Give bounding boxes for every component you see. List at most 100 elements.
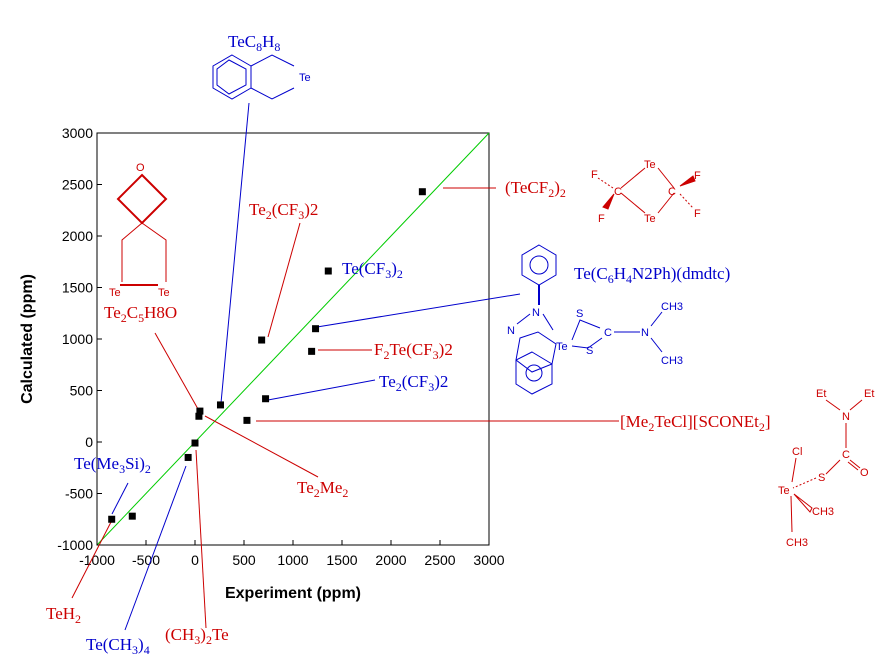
dmdtc-c-atom: C: [604, 327, 612, 339]
scon-bonds: [790, 399, 863, 533]
dmdtc-n-n-bond: [516, 313, 531, 325]
y-tick-label: 1500: [62, 280, 93, 296]
dmdtc-n-ch3-bond-1: [650, 311, 663, 327]
leader-ch32te: [195, 449, 207, 629]
dmdtc-n-atom-3: N: [641, 327, 649, 339]
oxetane-right-arm: [141, 222, 167, 282]
data-point: [243, 416, 251, 424]
scon-s-atom: S: [818, 472, 825, 484]
y-axis-label: Calculated (ppm): [19, 274, 36, 404]
leader-te2cf32-top: [267, 222, 301, 338]
leader-tec8h8: [220, 102, 250, 404]
dmdtc-ch3-2: CH3: [661, 355, 683, 367]
tec8h8-benzene-inner: [216, 59, 247, 95]
x-tick-label: 3000: [473, 552, 504, 568]
scon-cl-atom: Cl: [792, 446, 802, 458]
dmdtc-benzo-ring: [515, 351, 553, 395]
y-tick-label: 3000: [62, 125, 93, 141]
x-tick-label: 1500: [326, 552, 357, 568]
dmdtc-n-ch3-bond-2: [650, 337, 663, 353]
leader-teme3si: [111, 482, 129, 515]
structure-tec8h8: Te: [212, 54, 311, 100]
y-tick-label: 2500: [62, 177, 93, 193]
leader-te2cf32-bottom: [267, 379, 376, 401]
dmdtc-s-atom-1: S: [576, 308, 583, 320]
annotation-te2cf32-bottom: Te2(CF3)2: [379, 372, 448, 394]
scon-c-atom: C: [842, 449, 850, 461]
tec8h8-lower-bridge: [250, 87, 295, 100]
data-point: [128, 512, 136, 520]
data-point: [216, 401, 224, 409]
leader-te2c5h8o: [154, 332, 199, 410]
scon-ch3-atom-1: CH3: [812, 506, 834, 518]
y-tick-label: 0: [85, 434, 93, 450]
y-tick-label: 2000: [62, 228, 93, 244]
dmdtc-te-s-c-bonds: [571, 319, 601, 341]
scon-et-atom-1: Et: [816, 388, 826, 400]
leader-te2me2: [204, 415, 319, 478]
tecf2-wedge-1: [602, 193, 615, 210]
dmdtc-phenyl-inner: [529, 255, 549, 275]
structure-te2c5h8o: O Te Te: [109, 162, 170, 299]
data-point: [196, 407, 204, 415]
x-tick-label: -500: [132, 552, 160, 568]
tecf2-wedge-2: [679, 175, 696, 187]
data-points: [108, 188, 426, 523]
dmdtc-te-atom: Te: [556, 341, 568, 353]
dmdtc-fused-ring: [515, 331, 557, 373]
dmdtc-s-atom-2: S: [586, 345, 593, 357]
annotation-tecf22: (TeCF2)2: [505, 178, 566, 200]
annotation-teh2: TeH2: [46, 604, 81, 626]
leader-lines: [71, 102, 619, 631]
leader-dmdtc: [316, 293, 521, 328]
x-tick-label: 0: [191, 552, 199, 568]
dmdtc-benzo-inner: [525, 364, 543, 382]
structure-dmdtc: N N Te S S C N CH3 CH3: [507, 244, 683, 395]
dmdtc-n-te-bond: [542, 313, 554, 331]
tecf2-te-atom-bottom: Te: [644, 213, 656, 225]
annotation-te2me2: Te2Me2: [297, 478, 348, 500]
y-tick-label: -500: [65, 486, 93, 502]
annotation-teme3si: Te(Me3Si)2: [74, 454, 151, 476]
annotation-scon: [Me2TeCl][SCONEt2]: [620, 412, 771, 434]
annotation-te2c5h8o: Te2C5H8O: [104, 303, 177, 325]
oxetane-ring: [116, 173, 168, 225]
dmdtc-te-s-c-bonds-2: [571, 337, 603, 349]
annotation-f2te: F2Te(CF3)2: [374, 340, 453, 362]
tecf2-c-atom-right: C: [668, 186, 676, 198]
tecf2-hashed-bond-2: [679, 193, 694, 209]
tecf2-f-atom-4: F: [694, 208, 701, 220]
identity-line: [96, 132, 490, 546]
annotations: TeC8H8 Te2(CF3)2 Te(CF3)2 (TeCF2)2 Te(C6…: [46, 32, 771, 657]
dmdtc-n-atom-1: N: [532, 307, 540, 319]
y-tick-label: 1000: [62, 331, 93, 347]
x-tick-label: 2000: [375, 552, 406, 568]
oxetane-o-atom: O: [136, 162, 145, 174]
y-tick-label: -1000: [57, 537, 93, 553]
leader-tech34: [124, 465, 187, 631]
tec8h8-upper-bridge: [250, 54, 295, 67]
x-tick-label: 2500: [424, 552, 455, 568]
tecf2-bond-3: [657, 192, 675, 214]
data-point: [108, 515, 116, 523]
x-tick-label: -1000: [79, 552, 115, 568]
scon-ch3-atom-2: CH3: [786, 537, 808, 549]
annotation-ch32te: (CH3)2Te: [165, 625, 229, 647]
y-axis: -1000 -500 0 500 1000 1500 2000 2500 3000: [57, 125, 102, 553]
tecf2-c-atom-left: C: [614, 186, 622, 198]
tecf2-f-atom-3: F: [694, 170, 701, 182]
data-point: [184, 453, 192, 461]
y-tick-label: 500: [70, 383, 94, 399]
scon-et-atom-2: Et: [864, 388, 874, 400]
data-point: [262, 395, 270, 403]
dmdtc-n-atom-2: N: [507, 325, 515, 337]
tecf2-bond-2: [657, 167, 675, 189]
data-point: [312, 325, 320, 333]
tecf2-te-atom-top: Te: [644, 159, 656, 171]
dmdtc-phenyl-ring: [521, 244, 557, 286]
x-tick-label: 1000: [277, 552, 308, 568]
data-point: [195, 412, 203, 420]
oxetane-te-atom-right: Te: [158, 287, 170, 299]
structure-tecf22: Te Te C C F F F F: [591, 159, 701, 225]
